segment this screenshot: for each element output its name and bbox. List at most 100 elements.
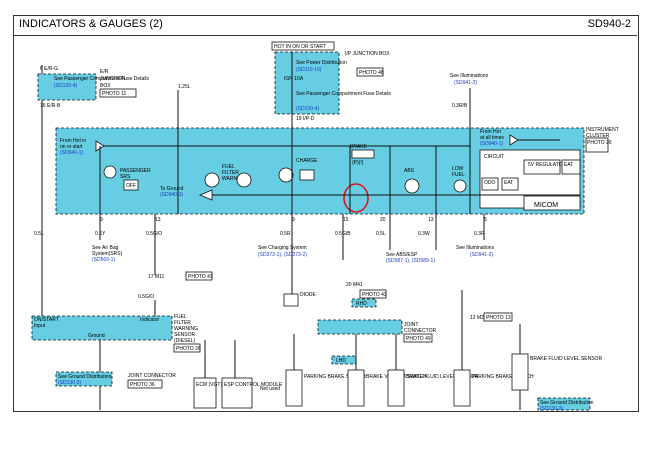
regulator: 5V REGULATOR (528, 162, 567, 168)
ffws-1: FUEL (174, 314, 187, 320)
jb-left-name3: BOX (100, 83, 111, 89)
bottom-switches: PARKING BRAKE SWITCH BRAKE VACUUM SWITCH… (285, 290, 602, 410)
charge: CHARGE (296, 158, 318, 164)
from-hot-label2: on or start (60, 144, 83, 150)
pin-2: 13 (155, 217, 161, 223)
from-hot-right-ref: (SD940-1) (480, 141, 503, 147)
sw-fluid2: BRAKE FLUID LEVEL SENSOR (530, 356, 602, 362)
pin-7: 5 (484, 217, 487, 223)
wire-128l: 1.25L (178, 84, 191, 90)
cluster-photo: PHOTO 26 (587, 140, 612, 146)
gnd-left-ref: (SD130-3) (58, 380, 81, 386)
abs: ABS (404, 168, 415, 174)
hot-box-ref: (SD110-10) (296, 67, 322, 73)
gnd-right: See Ground Distribution (540, 400, 594, 406)
passenger-srs2: SRS (120, 174, 131, 180)
see-abs-ref: (SD587-1), (SD589-1) (386, 258, 435, 264)
jb-left-photo: PHOTO 11 (102, 91, 126, 97)
diode: DIODE (300, 292, 317, 298)
jb-left-name: E/R (100, 69, 109, 75)
joint-conn: JOINT CONNECTOR (128, 373, 176, 379)
onstart-input: Input (34, 323, 46, 329)
not-used: Not used (260, 386, 280, 392)
illum-top-ref: (SD941-2) (454, 80, 477, 86)
cluster-pins: 9 13 9 15 20 13 5 0.5Y 0.5G/O 0.5R 0.5G/… (34, 214, 487, 318)
jb-left-bottom-pin: 16 E/R-B (40, 103, 61, 109)
wire-05l: 0.5L (376, 231, 386, 237)
hot-box-photo: PHOTO 48 (359, 70, 384, 76)
hot-box-see: See Power Distribution (296, 60, 347, 66)
eat-lcd: EAT (504, 180, 513, 186)
pin-left: 9 (100, 217, 103, 223)
fuel-filter3: WARNING (222, 176, 246, 182)
see-charging-ref: (SD373-1), (SD373-2) (258, 252, 307, 258)
to-ground: To Ground (160, 186, 184, 192)
from-hot-label: From Hot in (60, 138, 86, 144)
ecm: ECM (VGT) (196, 382, 222, 388)
fuel-filter2: FILTER (222, 170, 239, 176)
gnd-right-ref: (SD130-3) (540, 406, 563, 412)
pin-6: 13 (428, 217, 434, 223)
to-ground-ref: (SD940-3) (160, 192, 183, 198)
illum-top-wire: 0.3R/B (452, 103, 468, 109)
instrument-cluster: INSTRUMENT CLUSTER PHOTO 26 From Hot in … (55, 127, 619, 215)
low-fuel: LOW (452, 166, 464, 172)
diagram-title: INDICATORS & GAUGES (2) (19, 18, 163, 30)
photo-49: PHOTO 49 (406, 336, 431, 342)
cluster-name2: CLUSTER (586, 133, 610, 139)
hot-box-ref2: (SD120-4) (296, 106, 319, 112)
onstart-ground: Ground (88, 333, 105, 339)
wire-05g: 0.5G/O (146, 231, 162, 237)
wire-05g-b: 0.5G/O (138, 294, 154, 300)
wire-03r: 0.3R (474, 231, 485, 237)
conn-m41: 20 M41 (346, 282, 363, 288)
onstart-box: ON/START Input Indicator Ground 0.5G/O (31, 294, 173, 372)
see-illum: See Illuminations (456, 245, 495, 251)
photo-43: PHOTO 43 (188, 274, 213, 280)
jb-left-name2: JUNCTION (100, 76, 126, 82)
photo-43b: PHOTO 43 (362, 292, 387, 298)
lhd-label: LHD (336, 358, 346, 364)
conn-m11: 17 M11 (148, 274, 165, 280)
diagram-code: SD940-2 (587, 18, 631, 30)
ffws-2: FILTER (174, 320, 191, 326)
hot-label: HOT IN ON OR START (274, 44, 326, 50)
jb-left-ref: (SD120-4) (54, 83, 77, 89)
hot-box-pin: 19 I/P-D (296, 116, 315, 122)
joint-mid: JOINT (404, 322, 418, 328)
from-hot-ref: (SD940-1) (60, 150, 83, 156)
from-hot-right2: at all times (480, 135, 504, 141)
see-illum-ref: (SD941-2) (470, 252, 493, 258)
pin-5: 20 (380, 217, 386, 223)
wire-05l-left: 0.5L (34, 231, 44, 237)
conn-m21: 12 M21 (470, 315, 487, 321)
hot-box-fuse: IGN 10A (284, 76, 304, 82)
fuel-filter: FUEL (222, 164, 235, 170)
ffws-4: SENSOR (174, 332, 196, 338)
highlight-circle (343, 183, 369, 213)
illum-top-see: See Illuminations (450, 73, 489, 79)
sw-parking2: PARKING BRAKE SWITCH (472, 374, 534, 380)
jb-left-top-pin: 6 E/R-G (40, 66, 58, 72)
onstart-label: ON/START (34, 317, 59, 323)
cluster-name: INSTRUMENT (586, 127, 619, 133)
sw-parking: PARKING BRAKE SWITCH (304, 374, 366, 380)
see-airbag2: System(SRS) (92, 251, 123, 257)
odo: ODO (484, 180, 496, 186)
esp-control: ESP CONTROL MODULE (224, 382, 283, 388)
see-airbag-ref: (SD569-1) (92, 257, 115, 263)
see-charging: See Charging System (258, 245, 307, 251)
jb-left-see: See Passenger Compartment Fuse Details (54, 76, 150, 82)
off-indicator: OFF (126, 183, 136, 189)
hot-box-see2: See Passenger Compartment Fuse Details (296, 91, 392, 97)
wire-03w: 0.3W (418, 231, 430, 237)
wire-05r: 0.5R (280, 231, 291, 237)
photo-13: PHOTO 13 (486, 315, 511, 321)
onstart-indicator: Indicator (140, 317, 160, 323)
joint-mid2: CONNECTOR (404, 328, 437, 334)
see-airbag: See Air Bag (92, 245, 119, 251)
pin-4: 15 (343, 217, 349, 223)
brake-sub: (P)(!) (352, 160, 364, 166)
eat-right: EAT (564, 162, 573, 168)
